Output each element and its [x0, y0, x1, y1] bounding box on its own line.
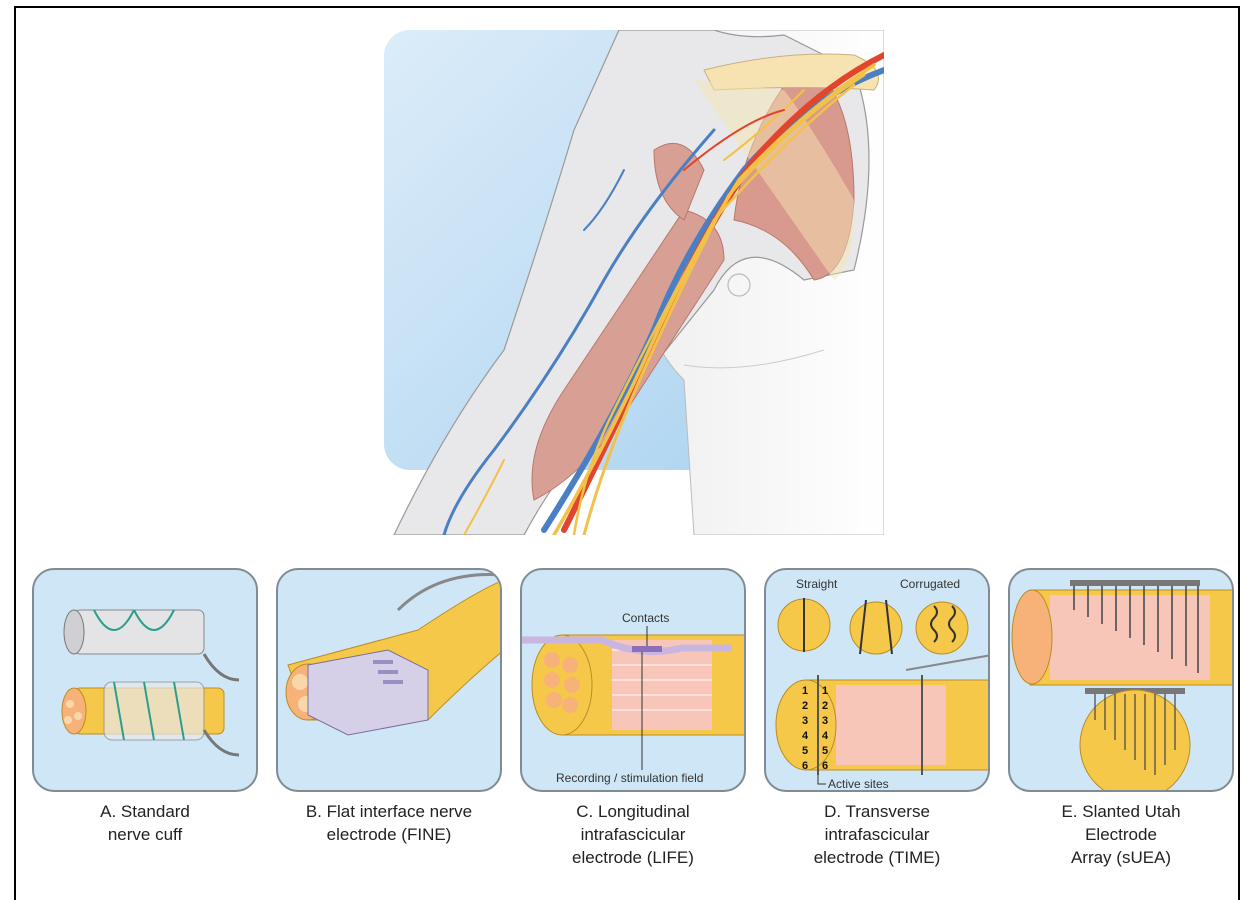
fine-electrode-block: [308, 650, 428, 735]
label-corrugated: Corrugated: [900, 577, 960, 591]
svg-text:5: 5: [822, 745, 828, 757]
arm-anatomy-illustration: [384, 30, 884, 535]
panel-e-suea: [1008, 568, 1234, 792]
panel-c-life: Contacts Recording / stimulation field: [520, 568, 746, 792]
label-straight: Straight: [796, 577, 838, 591]
svg-text:6: 6: [802, 760, 808, 772]
panel-a-nerve-cuff: [32, 568, 258, 792]
label-field: Recording / stimulation field: [556, 771, 703, 785]
cross-section-v: [850, 600, 902, 654]
svg-text:5: 5: [802, 745, 808, 757]
open-cuff-illustration: [64, 610, 239, 680]
caption-e: E. Slanted Utah Electrode Array (sUEA): [1001, 800, 1241, 869]
cross-section-straight: [778, 598, 830, 652]
svg-text:1: 1: [822, 685, 828, 697]
svg-text:4: 4: [802, 730, 809, 742]
closed-cuff-illustration: [62, 682, 239, 755]
label-active-sites: Active sites: [828, 777, 889, 791]
svg-text:3: 3: [802, 715, 808, 727]
svg-text:6: 6: [822, 760, 828, 772]
svg-text:4: 4: [822, 730, 829, 742]
caption-c: C. Longitudinal intrafascicular electrod…: [513, 800, 753, 869]
caption-b: B. Flat interface nerve electrode (FINE): [269, 800, 509, 846]
svg-text:1: 1: [802, 685, 808, 697]
caption-a: A. Standard nerve cuff: [25, 800, 265, 846]
label-contacts: Contacts: [622, 611, 669, 625]
panel-b-fine: [276, 568, 502, 792]
svg-text:2: 2: [822, 700, 828, 712]
svg-text:2: 2: [802, 700, 808, 712]
svg-text:3: 3: [822, 715, 828, 727]
array-base-top: [1070, 580, 1200, 586]
cross-section-corrugated: [916, 602, 968, 654]
caption-d: D. Transverse intrafascicular electrode …: [757, 800, 997, 869]
panel-d-time: Straight Corrugated 1 2 3 4 5 6 1: [764, 568, 990, 792]
